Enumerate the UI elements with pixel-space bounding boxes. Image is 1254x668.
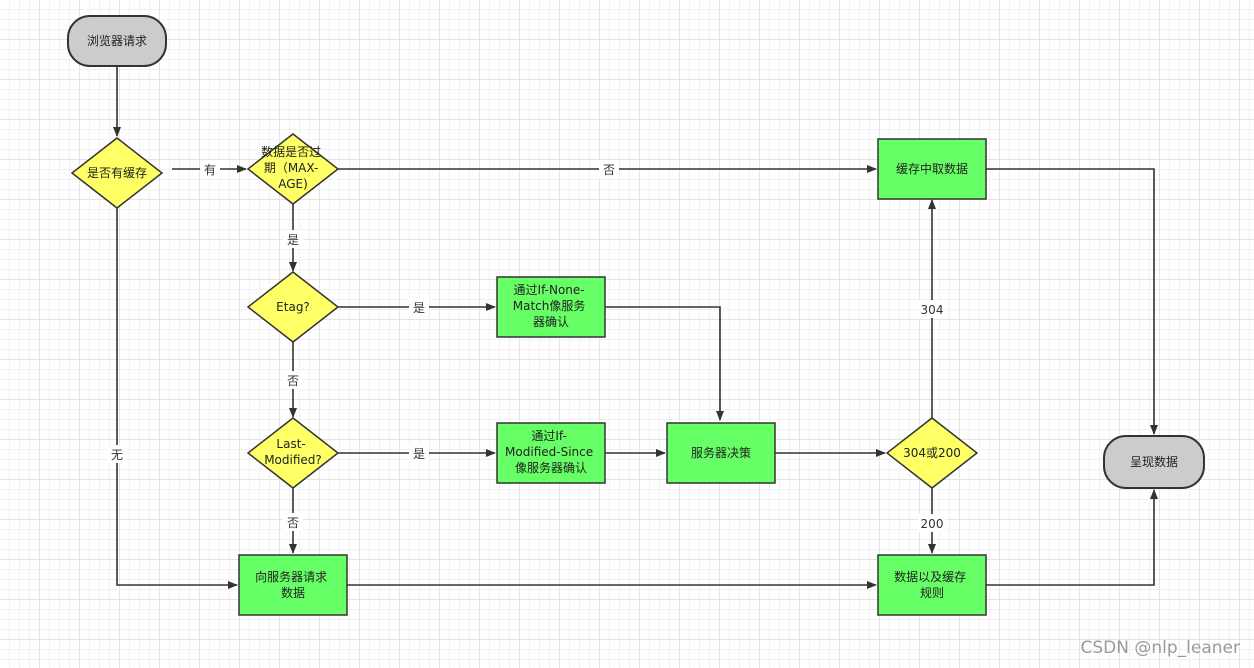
node-if-modified-since: 通过If- Modified-Since 像服务器确认 xyxy=(496,422,606,484)
node-if-none-match-line-3: 器确认 xyxy=(533,315,569,329)
node-browser-request-label: 浏览器请求 xyxy=(87,33,147,48)
node-if-none-match: 通过If-None- Match像服务 器确认 xyxy=(496,276,606,338)
node-request-server-line-1: 向服务器请求 xyxy=(255,569,327,584)
node-etag: Etag? xyxy=(246,271,340,343)
edge-label-has: 有 xyxy=(204,163,216,177)
node-data-and-rules-label: 数据以及缓存 规则 xyxy=(894,569,970,600)
node-render-label: 呈现数据 xyxy=(1130,454,1178,469)
edge-cache-none xyxy=(116,208,238,589)
node-expired-line-2: 期（MAX- xyxy=(264,161,319,175)
edge-inm-to-decision xyxy=(605,306,724,421)
node-request-server-label: 向服务器请求 数据 xyxy=(255,569,331,600)
edge-label-no-cache: 无 xyxy=(111,448,123,462)
node-data-and-rules-line-2: 规则 xyxy=(920,585,944,600)
edge-label-not-expired: 否 xyxy=(603,163,615,177)
node-expired-label: 数据是否过 期（MAX- AGE) xyxy=(261,144,325,191)
edge-label-etag-yes: 是 xyxy=(413,301,425,315)
edge-label-lm-no: 否 xyxy=(287,516,299,530)
node-if-modified-since-line-2: Modified-Since xyxy=(505,445,593,459)
node-status-304-200: 304或200 xyxy=(885,417,979,489)
node-request-server: 向服务器请求 数据 xyxy=(238,554,348,616)
edge-labels: 有 无 否 是 是 否 是 否 304 200 xyxy=(107,160,946,532)
node-status-304-200-label: 304或200 xyxy=(903,446,961,460)
edge-label-etag-no: 否 xyxy=(287,374,299,388)
edge-data-to-render xyxy=(986,489,1158,586)
node-has-cache: 是否有缓存 xyxy=(70,137,164,209)
edge-label-304: 304 xyxy=(921,303,944,317)
node-data-and-rules: 数据以及缓存 规则 xyxy=(877,554,987,616)
edge-label-lm-yes: 是 xyxy=(413,447,425,461)
node-last-modified-label: Last- Modified? xyxy=(264,437,322,467)
node-if-none-match-label: 通过If-None- Match像服务 器确认 xyxy=(513,283,589,329)
node-expired-line-3: AGE) xyxy=(278,177,308,191)
node-expired: 数据是否过 期（MAX- AGE) xyxy=(246,133,340,205)
node-if-modified-since-line-3: 像服务器确认 xyxy=(515,460,587,475)
node-server-decision: 服务器决策 xyxy=(666,422,776,484)
node-last-modified-line-2: Modified? xyxy=(264,453,322,467)
watermark: CSDN @nlp_leaner xyxy=(1080,638,1240,658)
edge-label-expired-yes: 是 xyxy=(287,233,299,247)
node-request-server-line-2: 数据 xyxy=(281,585,305,600)
node-if-none-match-line-1: 通过If-None- xyxy=(514,283,585,297)
node-last-modified-line-1: Last- xyxy=(276,437,305,451)
node-from-cache: 缓存中取数据 xyxy=(877,138,987,200)
edge-cache-to-render xyxy=(986,168,1158,435)
node-if-modified-since-label: 通过If- Modified-Since 像服务器确认 xyxy=(505,429,597,475)
node-from-cache-label: 缓存中取数据 xyxy=(896,161,968,176)
node-expired-line-1: 数据是否过 xyxy=(261,144,321,159)
node-data-and-rules-line-1: 数据以及缓存 xyxy=(894,569,966,584)
node-if-none-match-line-2: Match像服务 xyxy=(513,298,586,313)
edge-label-200: 200 xyxy=(921,517,944,531)
node-last-modified: Last- Modified? xyxy=(246,417,340,489)
node-browser-request: 浏览器请求 xyxy=(67,15,167,67)
node-has-cache-label: 是否有缓存 xyxy=(87,166,147,180)
node-render: 呈现数据 xyxy=(1103,435,1205,489)
node-if-modified-since-line-1: 通过If- xyxy=(531,429,566,443)
node-server-decision-label: 服务器决策 xyxy=(691,445,751,460)
node-etag-label: Etag? xyxy=(276,300,310,314)
